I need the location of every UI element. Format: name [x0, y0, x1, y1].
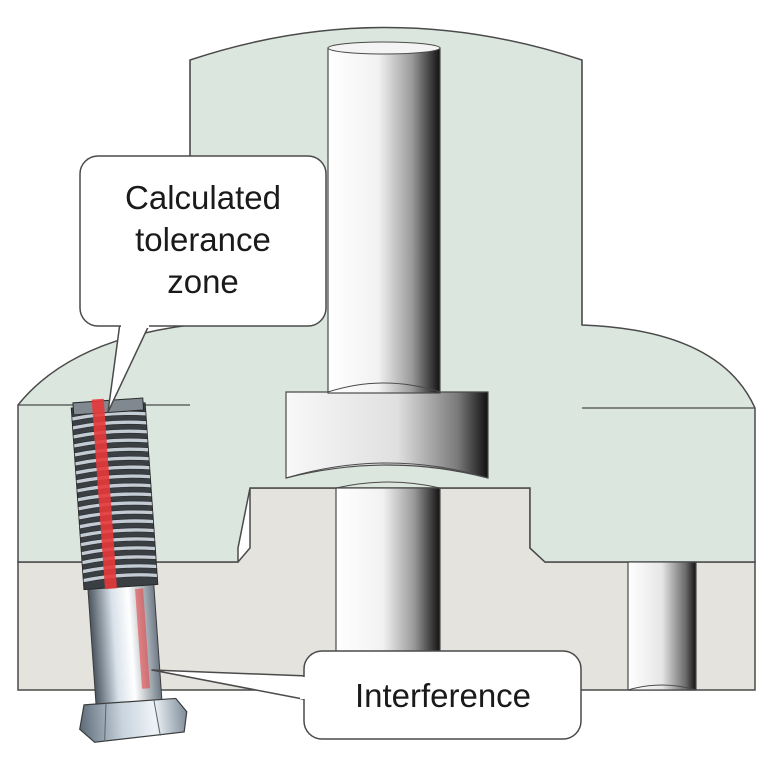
interference-marker	[135, 588, 151, 689]
tolerance-zone-marker	[91, 398, 117, 590]
main-bore-top-edge	[327, 41, 441, 55]
small-bore-bottom-edge	[627, 684, 697, 691]
callout-pointer-tolerance	[107, 322, 151, 413]
tolerance-line-2: tolerance	[135, 221, 271, 258]
bolt-head-edges	[104, 699, 161, 742]
bolt-threads	[71, 410, 158, 583]
callout-pointer-interference	[151, 669, 309, 701]
tolerance-line-1: Calculated	[125, 179, 281, 216]
bolt-head	[79, 697, 188, 743]
main-bore-bottom-lip	[327, 382, 441, 393]
interference-label: Interference	[355, 677, 531, 714]
tolerance-line-3: zone	[167, 263, 239, 300]
callout-joint-mask-2	[300, 677, 310, 699]
callout-joint-mask	[121, 318, 149, 328]
bolt-shank	[87, 582, 163, 708]
main-bore	[327, 47, 441, 394]
callout-box-tolerance	[79, 155, 327, 327]
counterbore-inner-edge	[285, 462, 489, 479]
bolt	[70, 397, 188, 743]
small-bore-right	[627, 561, 697, 691]
counterbore	[285, 391, 489, 479]
lower-bore-top-edge	[335, 481, 441, 489]
